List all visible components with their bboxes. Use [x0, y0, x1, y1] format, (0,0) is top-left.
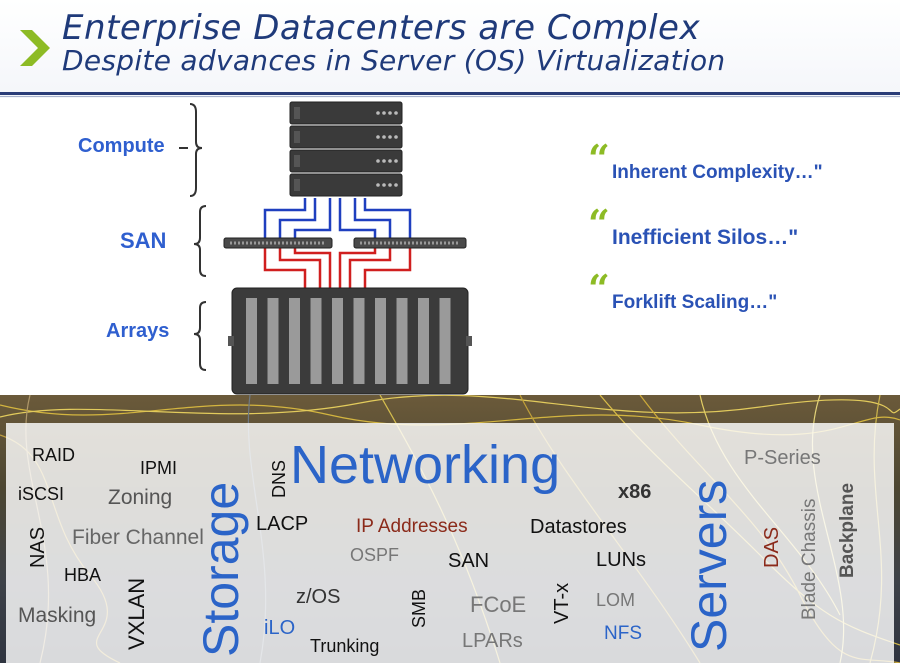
tier-label-san: SAN: [120, 228, 167, 253]
quote-mark-icon: “: [588, 266, 610, 311]
word-ipmi: IPMI: [140, 458, 178, 478]
word-ip-addresses: IP Addresses: [356, 516, 468, 537]
word-fiber-channel: Fiber Channel: [72, 526, 204, 549]
drive-bay: [396, 298, 408, 384]
drive-bay: [439, 298, 451, 384]
word-nas: NAS: [27, 526, 49, 568]
slide-subtitle: Despite advances in Server (OS) Virtuali…: [62, 44, 726, 77]
word-datastores: Datastores: [530, 516, 627, 538]
datacenter-cabling-background: [0, 395, 900, 663]
slide-title: Enterprise Datacenters are Complex: [62, 8, 701, 48]
san-switches: [223, 237, 467, 249]
quote-mark-icon: “: [588, 136, 610, 181]
datacenter-diagram: [179, 101, 472, 395]
word-hba: HBA: [64, 565, 102, 585]
word-dns: DNS: [269, 459, 289, 498]
compute-rack: [289, 101, 403, 197]
word-ilo: iLO: [264, 617, 296, 639]
word-nfs: NFS: [604, 623, 642, 644]
quote-inherent-complexity: Inherent Complexity…": [612, 162, 823, 183]
bracket-compute: [179, 103, 203, 197]
drive-bay: [332, 298, 343, 384]
word-zoning: Zoning: [108, 486, 173, 509]
tier-label-compute: Compute: [78, 135, 165, 157]
word-raid: RAID: [32, 445, 76, 465]
drive-bay: [418, 298, 429, 384]
word-p-series: P-Series: [744, 447, 821, 469]
quote-mark-icon: “: [588, 201, 610, 246]
quote-inefficient-silos: Inefficient Silos…": [612, 226, 799, 249]
word-lacp: LACP: [256, 513, 309, 535]
tier-label-arrays: Arrays: [106, 320, 170, 342]
slide-header: Enterprise Datacenters are Complex Despi…: [0, 0, 900, 98]
word-smb: SMB: [409, 588, 429, 628]
drive-bay: [246, 298, 257, 384]
word-x86: x86: [618, 481, 652, 503]
drive-bay: [375, 298, 386, 384]
drive-bay: [353, 298, 365, 384]
fabric-b-links: [263, 248, 412, 288]
header-divider: [0, 92, 900, 95]
quote-forklift-scaling: Forklift Scaling…": [612, 292, 778, 313]
word-backplane: Backplane: [837, 482, 858, 578]
word-fcoe: FCoE: [470, 592, 527, 617]
word-masking: Masking: [18, 604, 97, 627]
fabric-a-links: [263, 198, 412, 238]
drive-bay: [267, 298, 279, 384]
word-networking: Networking: [290, 435, 561, 495]
bracket-san: [193, 205, 207, 277]
drive-bay: [289, 298, 300, 384]
word-storage: Storage: [193, 481, 249, 657]
word-das: DAS: [761, 526, 783, 568]
word-servers: Servers: [681, 479, 737, 652]
word-lpars: LPARs: [462, 630, 523, 652]
word-ospf: OSPF: [350, 545, 400, 565]
word-iscsi: iSCSI: [18, 484, 65, 504]
word-trunking: Trunking: [310, 636, 380, 656]
word-vxlan: VXLAN: [124, 577, 149, 650]
word-blade-chassis: Blade Chassis: [799, 498, 820, 620]
word-san: SAN: [448, 550, 490, 572]
chevron-right-icon: [20, 30, 50, 66]
word-lom: LOM: [596, 590, 636, 610]
drive-bay: [310, 298, 322, 384]
word-cloud-panel: [6, 423, 894, 663]
header-divider-thin: [0, 96, 900, 97]
storage-array: [228, 287, 472, 395]
word-luns: LUNs: [596, 549, 647, 571]
bracket-arrays: [193, 301, 207, 371]
word-zos: z/OS: [296, 586, 341, 608]
word-vt-x: VT-x: [551, 582, 573, 624]
